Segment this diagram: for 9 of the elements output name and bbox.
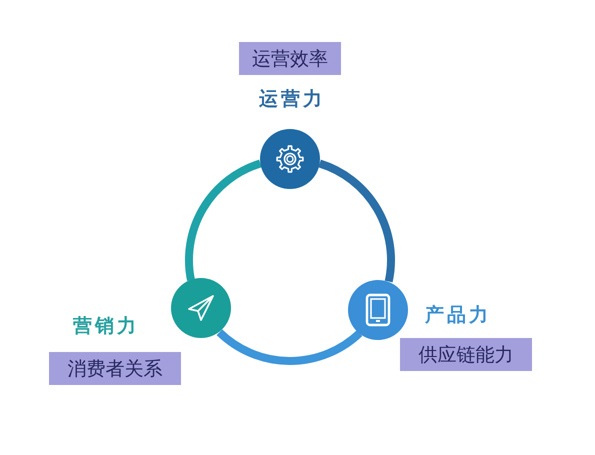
heading: 营销力 (73, 314, 139, 339)
ring-arc (185, 160, 262, 281)
tag-box: 供应链能力 (400, 338, 532, 371)
tag-box: 消费者关系 (49, 352, 181, 385)
heading: 产品力 (425, 303, 491, 328)
ring-arc (318, 160, 395, 282)
heading: 运营力 (259, 87, 325, 112)
ring-arc (216, 329, 362, 365)
tag-box: 运营效率 (239, 42, 341, 75)
